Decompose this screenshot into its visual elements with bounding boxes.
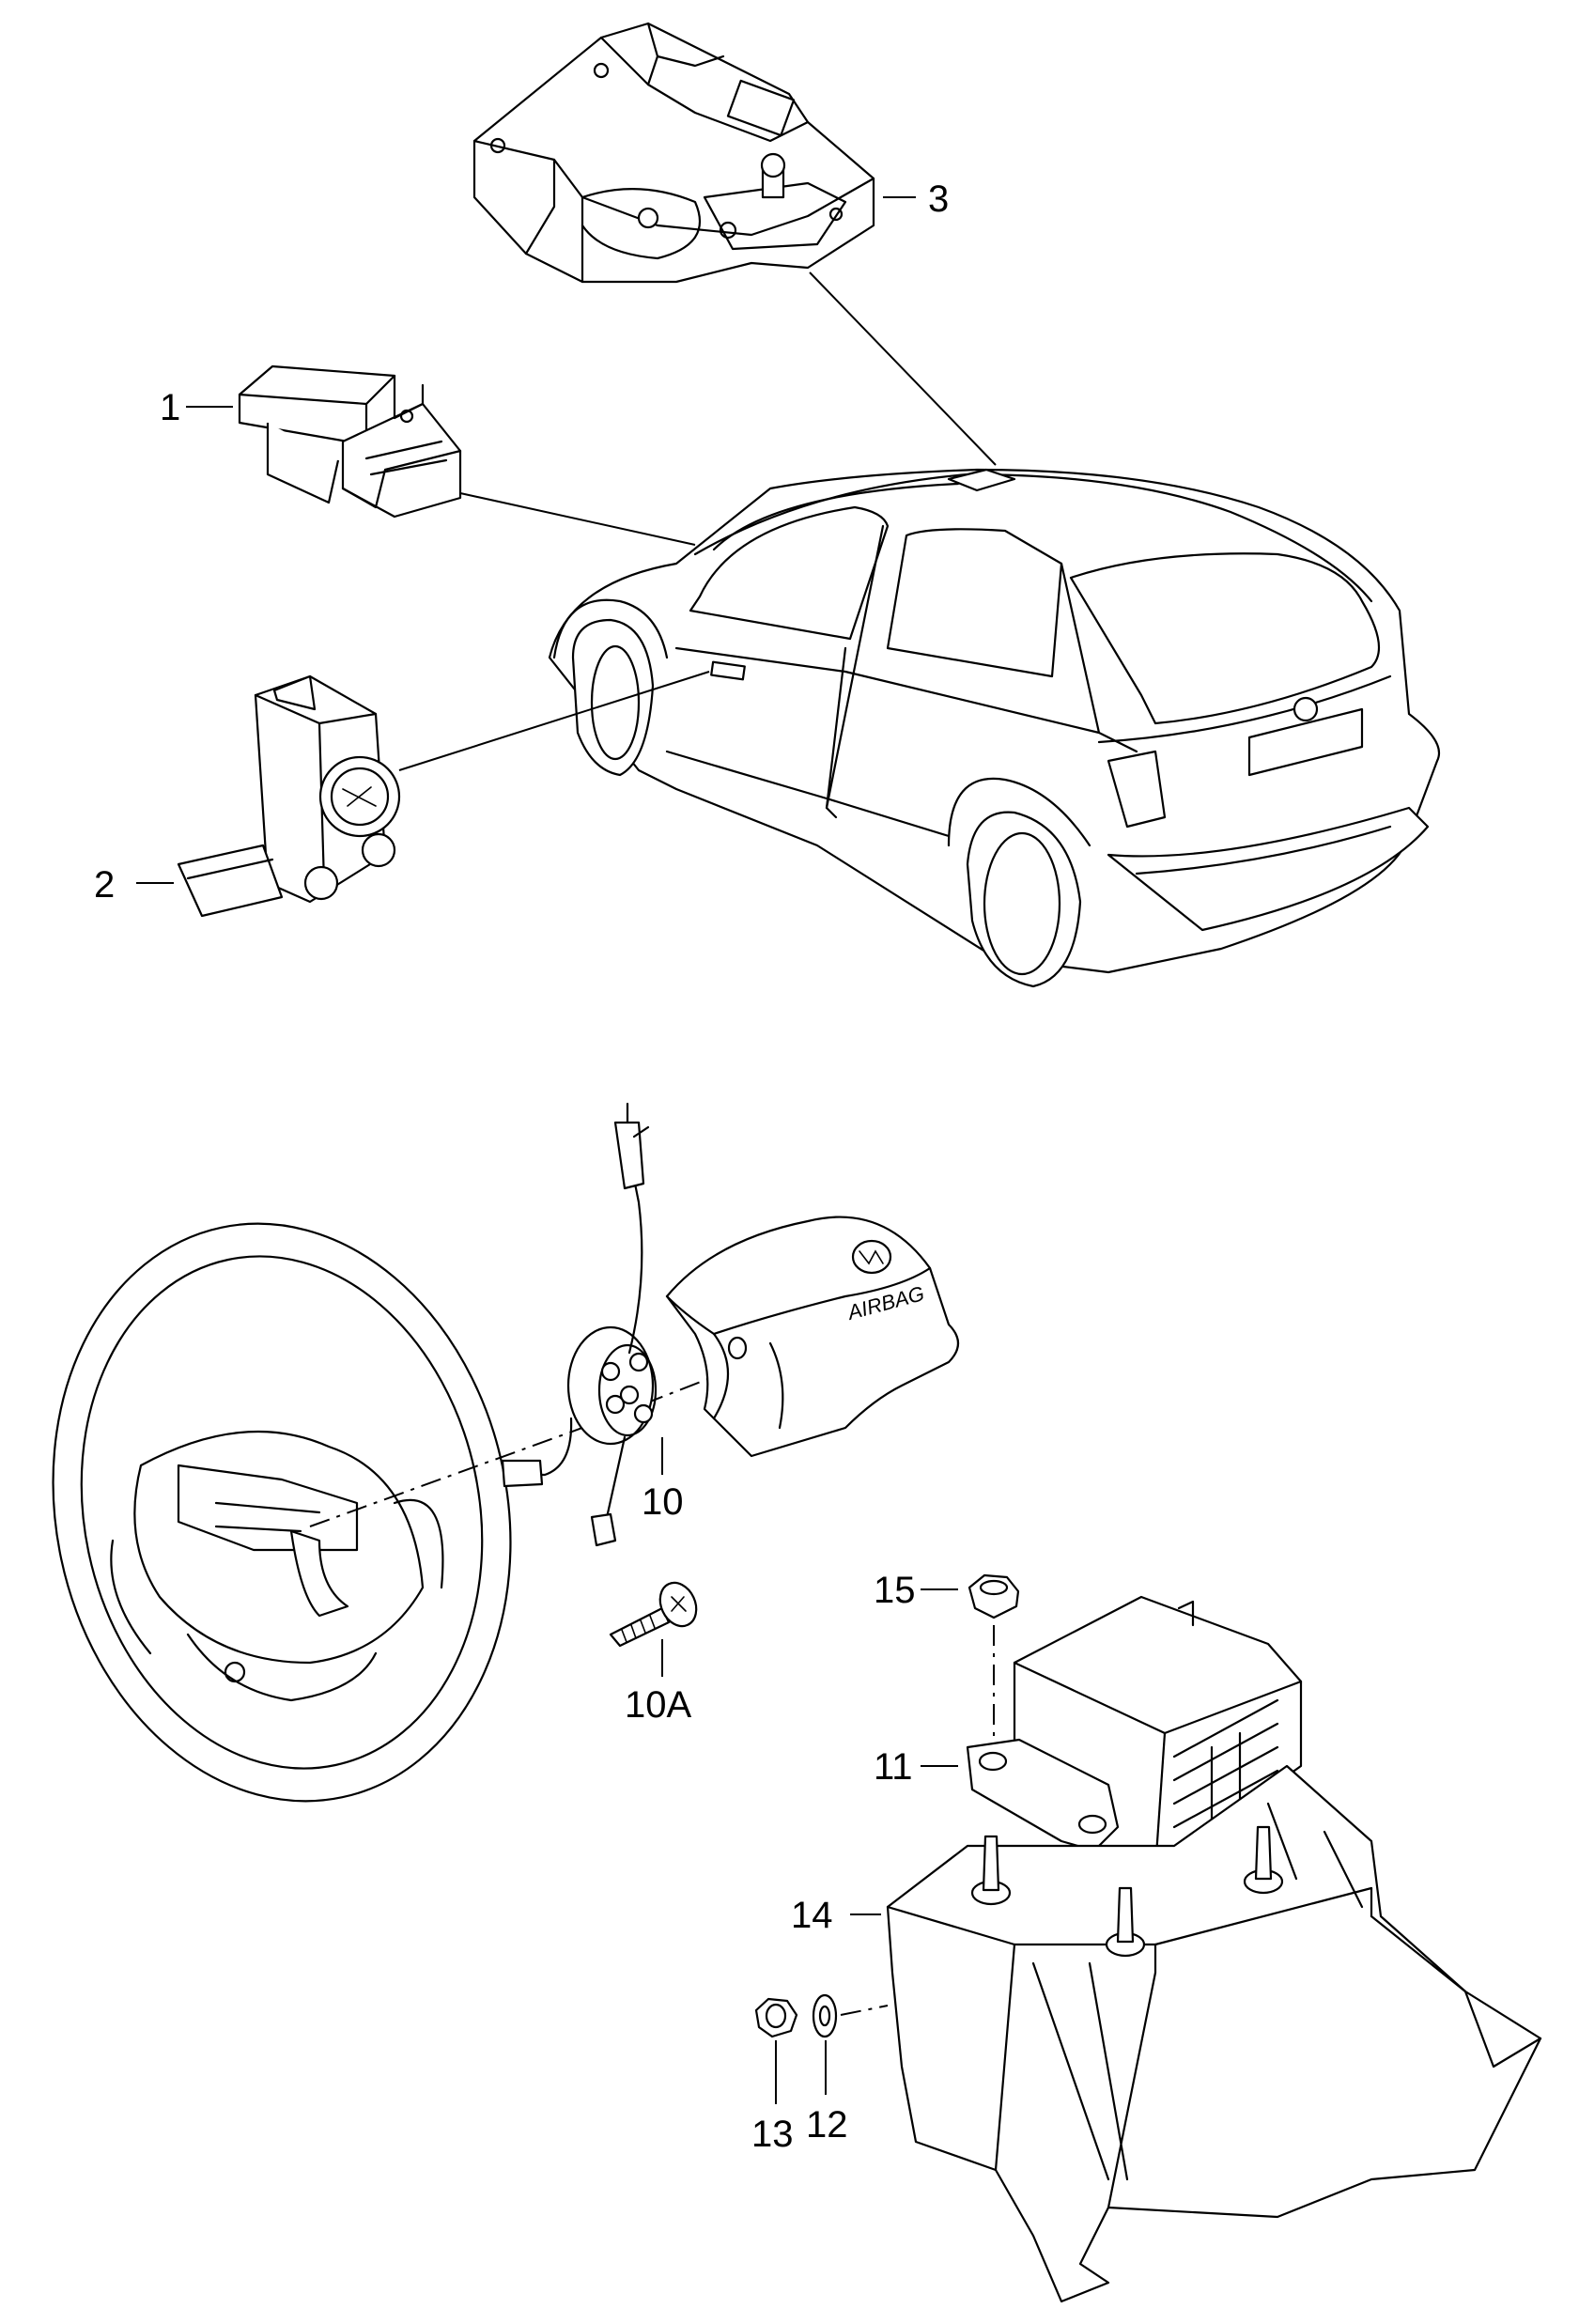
- part-13-nut: [754, 1997, 798, 2038]
- callout-2: 2: [94, 864, 115, 906]
- callout-3: 3: [928, 178, 949, 220]
- part-10a-screw: [609, 1581, 698, 1648]
- callout-10: 10: [642, 1481, 684, 1523]
- steering-wheel: [52, 1222, 512, 1803]
- part-12-13-axis-line: [840, 2005, 889, 2016]
- part-1-connector: [238, 364, 462, 519]
- callout-1: 1: [160, 387, 180, 428]
- callout-13: 13: [751, 2114, 794, 2155]
- part-15-nut: [968, 1573, 1020, 1619]
- callout-labels: 1 2 3 10 10A 15 11 14 12 13: [94, 178, 949, 2155]
- part-3-roof-module: [472, 22, 875, 284]
- callout-11: 11: [874, 1746, 913, 1788]
- part-12-washer: [812, 1993, 838, 2038]
- callout-12: 12: [806, 2104, 848, 2146]
- car-illustration: [548, 468, 1441, 988]
- callout-10a: 10A: [625, 1684, 691, 1726]
- callout-15: 15: [874, 1570, 916, 1611]
- part-10-clock-spring: [501, 1102, 658, 1547]
- callout-14: 14: [791, 1895, 833, 1936]
- leader-lines: [136, 196, 997, 2104]
- part-11-bracket: [966, 1738, 1120, 1852]
- airbag-module: AIRBAG: [665, 1216, 960, 1458]
- part-2-sensor: [177, 674, 401, 918]
- part-14-carrier: [886, 1764, 1542, 2303]
